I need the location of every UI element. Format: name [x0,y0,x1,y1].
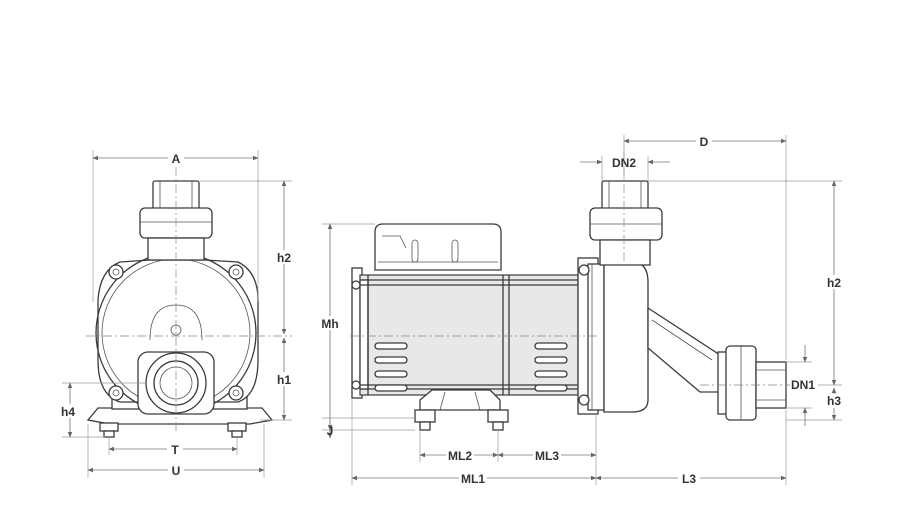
label-h2-side: h2 [827,276,841,290]
label-U: U [172,464,181,478]
label-T: T [171,443,179,457]
label-Mh: Mh [321,317,338,331]
motor-foot [414,389,509,431]
terminal-box [374,223,502,271]
label-h1: h1 [277,373,291,387]
pump-volute [603,261,721,413]
dimension-labels: A h2 h1 h4 T U D DN2 h2 Mh DN1 h3 J ML2 … [58,134,847,486]
label-h4: h4 [61,405,75,419]
front-left-foot [99,422,119,438]
label-ML2: ML2 [448,449,472,463]
label-ML1: ML1 [461,472,485,486]
label-h3: h3 [827,394,841,408]
side-suction-union [717,345,787,421]
label-A: A [172,152,181,166]
label-L3: L3 [682,472,696,486]
side-outlet-union [589,180,663,266]
label-J: J [327,424,334,438]
front-view [86,150,292,438]
motor-body [351,267,585,399]
label-DN1: DN1 [791,378,815,392]
label-D: D [700,135,709,149]
front-right-foot [227,422,247,438]
label-h2-front: h2 [277,251,291,265]
side-view [350,150,800,431]
label-ML3: ML3 [535,449,559,463]
label-DN2: DN2 [612,156,636,170]
